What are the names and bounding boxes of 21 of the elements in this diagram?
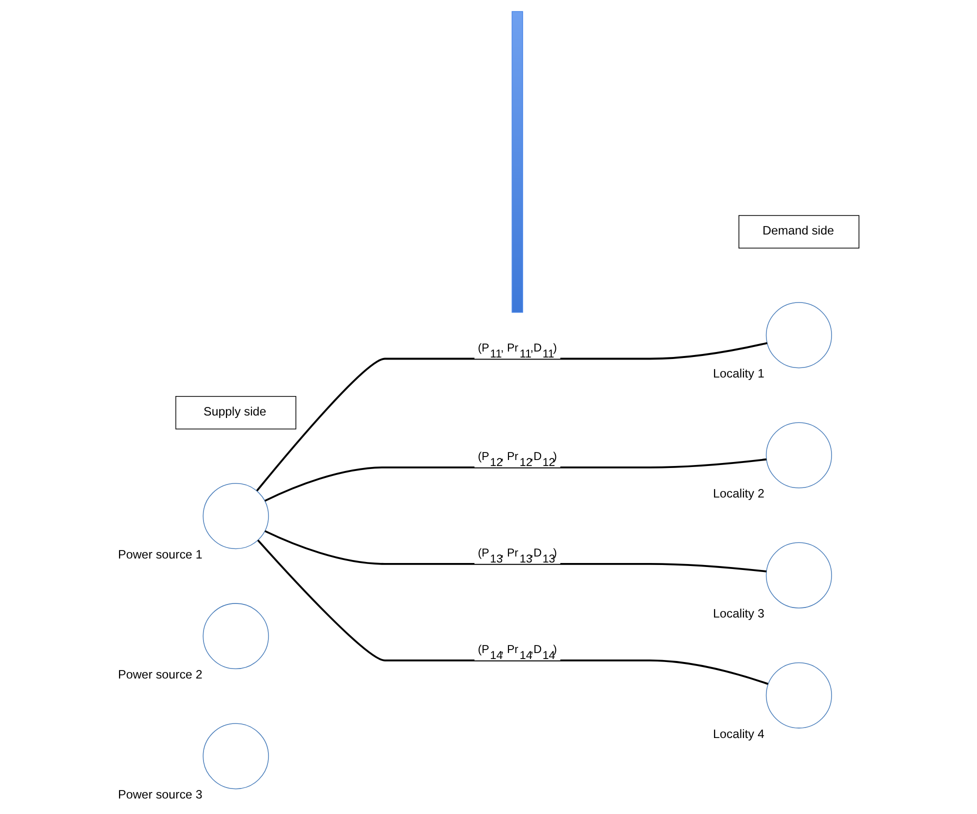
node-circle — [202, 483, 269, 550]
connector — [264, 458, 767, 502]
node-box: Supply side — [175, 396, 296, 430]
connector — [257, 540, 768, 685]
node-box: Demand side — [738, 215, 860, 249]
node-label: Locality 1 — [713, 366, 764, 381]
node-label: Locality 3 — [713, 606, 764, 621]
node-circle — [766, 542, 832, 608]
node-label: Power source 3 — [118, 788, 202, 802]
node-circle — [766, 302, 832, 368]
node-circle — [202, 723, 269, 790]
node-label: Locality 2 — [713, 486, 764, 501]
connector — [264, 530, 767, 572]
node-bar — [512, 11, 524, 313]
node-circle — [766, 662, 832, 728]
node-label: Locality 4 — [713, 726, 764, 741]
node-label: Power source 2 — [118, 668, 202, 682]
node-circle — [202, 603, 269, 670]
node-circle — [766, 422, 832, 488]
connector — [256, 342, 768, 492]
node-label: Power source 1 — [118, 547, 202, 562]
